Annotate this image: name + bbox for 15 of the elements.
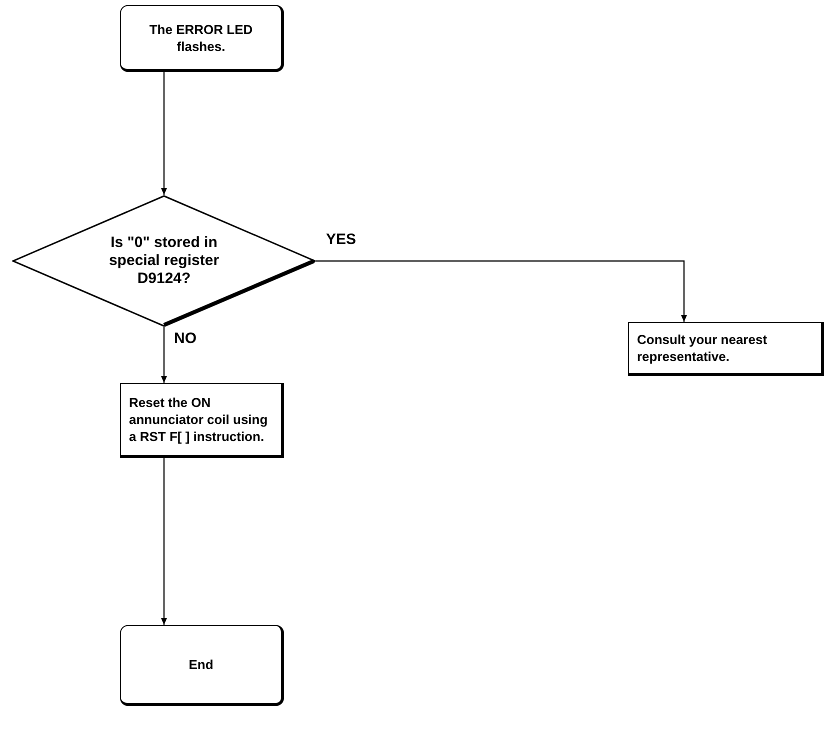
- arrow: [161, 327, 167, 383]
- process-box: [120, 383, 284, 458]
- arrow: [161, 72, 167, 195]
- node-text: Consult your nearest representative.: [637, 331, 768, 365]
- edge-label: YES: [324, 232, 358, 247]
- terminal-box: [120, 625, 284, 706]
- arrow: [161, 458, 167, 625]
- arrow: [316, 260, 687, 322]
- node-text: The ERROR LED flashes.: [148, 20, 254, 54]
- process-box: [628, 322, 824, 376]
- node-text: Reset the ON annunciator coil using a RST F[ ] instruction.: [129, 394, 269, 445]
- terminal-box: [120, 5, 284, 72]
- node-text: End: [188, 656, 214, 673]
- edge-label: NO: [172, 331, 198, 346]
- node-text: Is "0" stored in special register D9124?: [108, 234, 220, 288]
